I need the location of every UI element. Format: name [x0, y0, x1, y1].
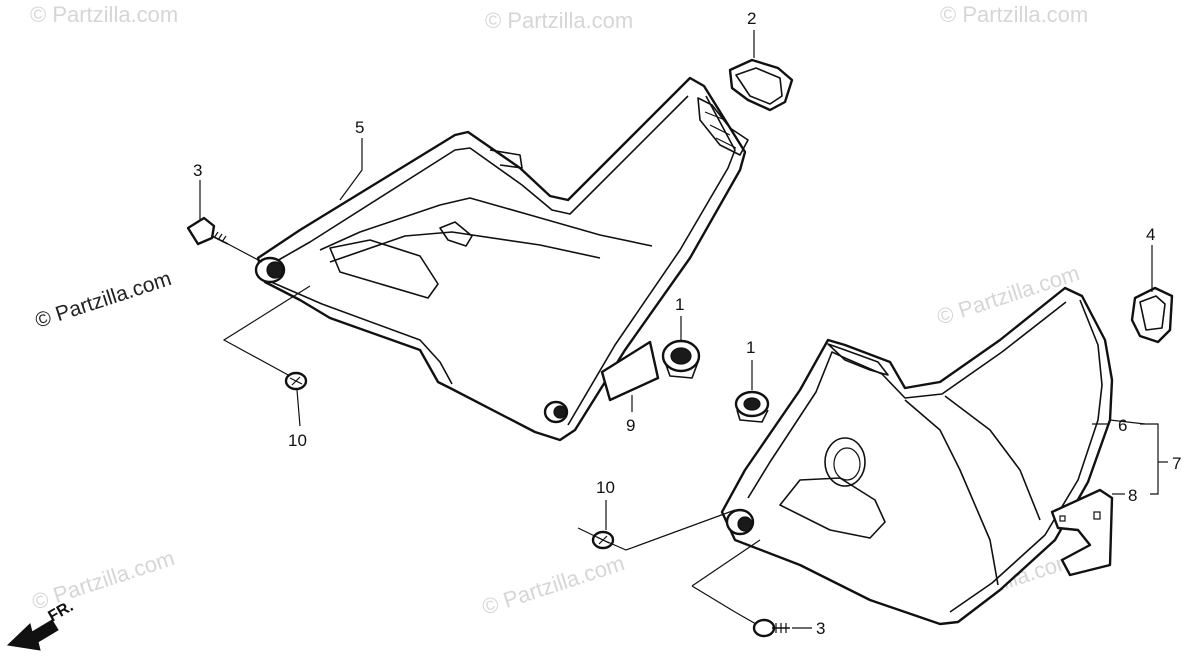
callout-5: 5 [355, 118, 364, 137]
left-side-cover [254, 76, 749, 442]
copyright-watermark: © Partzilla.com [32, 267, 174, 333]
grommet-1-lower [734, 390, 770, 423]
plate-8 [1050, 488, 1114, 577]
grommet-2 [728, 58, 794, 112]
callout-1-upper: 1 [675, 295, 684, 314]
pad-9 [600, 340, 660, 402]
callout-6: 6 [1118, 416, 1127, 435]
callout-10-left: 10 [288, 431, 307, 450]
callout-9: 9 [626, 416, 635, 435]
watermark: © Partzilla.com [30, 2, 178, 27]
screw-3-right [752, 618, 790, 638]
grommet-1-upper [661, 339, 701, 379]
right-side-cover [720, 286, 1114, 626]
callout-8: 8 [1128, 486, 1137, 505]
callout-4: 4 [1146, 225, 1155, 244]
callout-10-right: 10 [596, 478, 615, 497]
callout-3-left: 3 [193, 161, 202, 180]
watermark: © Partzilla.com [940, 2, 1088, 27]
callout-1-lower: 1 [746, 338, 755, 357]
callout-3-right: 3 [816, 619, 825, 638]
watermark: © Partzilla.com [29, 545, 178, 615]
callout-7: 7 [1172, 454, 1181, 473]
leader-lines [199, 30, 1168, 629]
callouts: 2 5 3 4 1 1 9 10 6 7 8 10 3 [193, 9, 1181, 638]
screw-3-left [186, 216, 229, 246]
clip-10-left [284, 371, 308, 391]
grommet-4 [1130, 286, 1174, 344]
watermark: © Partzilla.com [485, 8, 633, 33]
watermark: © Partzilla.com [479, 550, 628, 620]
callout-2: 2 [747, 9, 756, 28]
